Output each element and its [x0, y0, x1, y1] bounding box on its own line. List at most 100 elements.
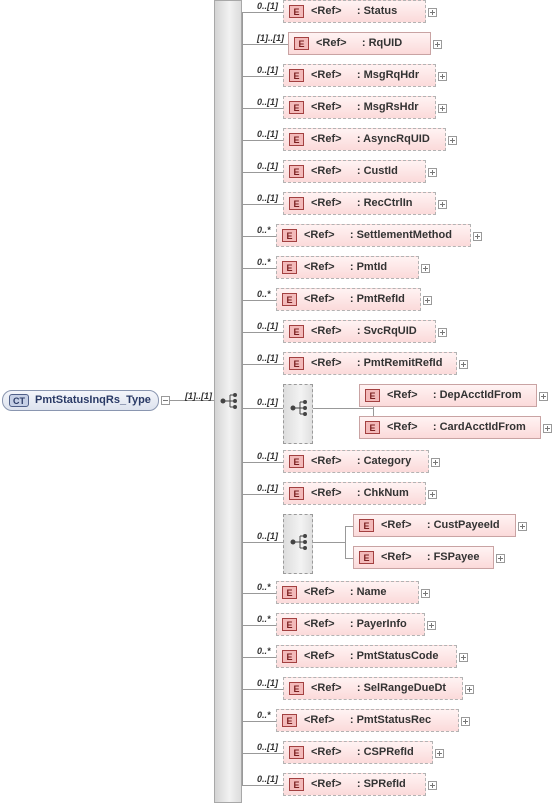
choice-node[interactable]	[283, 384, 313, 444]
element-custid-node[interactable]: E<Ref> : CustId	[283, 160, 426, 183]
choice-element-cardacctidfrom-node[interactable]: E <Ref> : CardAcctIdFrom	[359, 416, 541, 439]
expand-icon[interactable]	[473, 232, 482, 241]
expand-icon[interactable]	[438, 72, 447, 81]
expand-icon[interactable]	[423, 296, 432, 305]
element-badge: E	[289, 778, 304, 791]
element-badge: E	[289, 133, 304, 146]
element-asyncrquid-node[interactable]: E<Ref> : AsyncRqUID	[283, 128, 446, 151]
expand-icon[interactable]	[427, 621, 436, 630]
element-badge: E	[289, 69, 304, 82]
element-custid-connector	[242, 172, 283, 173]
element-payerinfo-label: <Ref> : PayerInfo	[304, 618, 407, 630]
expand-icon[interactable]	[465, 685, 474, 694]
expand-icon[interactable]	[438, 104, 447, 113]
element-badge: E	[359, 519, 374, 532]
element-pmtremitrefid-multiplicity: 0..[1]	[257, 353, 279, 363]
choice-spine-connector	[313, 408, 373, 409]
expand-icon[interactable]	[428, 168, 437, 177]
element-pmtremitrefid-label: <Ref> : PmtRemitRefId	[311, 357, 443, 369]
choice-element-fspayee-label: <Ref> : FSPayee	[381, 551, 480, 563]
element-status-multiplicity: 0..[1]	[257, 1, 279, 11]
expand-icon[interactable]	[428, 8, 437, 17]
element-recctrlin-multiplicity: 0..[1]	[257, 193, 279, 203]
element-settlementmethod-node[interactable]: E<Ref> : SettlementMethod	[276, 224, 471, 247]
choice-element-depacctidfrom-node[interactable]: E <Ref> : DepAcctIdFrom	[359, 384, 537, 407]
choice-node[interactable]	[283, 514, 313, 574]
element-badge: E	[282, 650, 297, 663]
element-asyncrquid-multiplicity: 0..[1]	[257, 129, 279, 139]
expand-icon[interactable]	[518, 522, 527, 531]
expand-icon[interactable]	[461, 717, 470, 726]
expand-icon[interactable]	[543, 424, 552, 433]
element-msgrqhdr-node[interactable]: E<Ref> : MsgRqHdr	[283, 64, 436, 87]
expand-icon[interactable]	[421, 589, 430, 598]
element-pmtstatuscode-node[interactable]: E<Ref> : PmtStatusCode	[276, 645, 457, 668]
element-selrangeduedt-node[interactable]: E<Ref> : SelRangeDueDt	[283, 677, 463, 700]
expand-icon[interactable]	[431, 458, 440, 467]
expand-icon[interactable]	[539, 392, 548, 401]
expand-icon[interactable]	[438, 328, 447, 337]
element-badge: E	[282, 618, 297, 631]
element-sprefid-label: <Ref> : SPRefId	[311, 778, 406, 790]
element-csprefid-label: <Ref> : CSPRefId	[311, 746, 414, 758]
expand-icon[interactable]	[459, 360, 468, 369]
element-category-label: <Ref> : Category	[311, 455, 412, 467]
element-name-node[interactable]: E<Ref> : Name	[276, 581, 419, 604]
element-pmtid-node[interactable]: E<Ref> : PmtId	[276, 256, 419, 279]
element-badge: E	[282, 261, 297, 274]
element-pmtid-multiplicity: 0..*	[257, 257, 271, 267]
element-msgrshdr-connector	[242, 108, 283, 109]
expand-icon[interactable]	[428, 781, 437, 790]
element-asyncrquid-connector	[242, 140, 283, 141]
element-csprefid-node[interactable]: E<Ref> : CSPRefId	[283, 741, 433, 764]
element-pmtrefid-label: <Ref> : PmtRefId	[304, 293, 405, 305]
expand-icon[interactable]	[428, 490, 437, 499]
element-settlementmethod-multiplicity: 0..*	[257, 225, 271, 235]
complex-type-node[interactable]: CT PmtStatusInqRs_Type	[2, 390, 159, 411]
element-pmtstatusrec-node[interactable]: E <Ref> : PmtStatusRec	[276, 709, 459, 732]
element-badge: E	[289, 357, 304, 370]
element-status-connector	[242, 12, 283, 13]
element-badge: E	[365, 421, 380, 434]
element-payerinfo-multiplicity: 0..*	[257, 614, 271, 624]
element-pmtremitrefid-node[interactable]: E <Ref> : PmtRemitRefId	[283, 352, 457, 375]
choice-icon	[290, 534, 307, 550]
choice-element-custpayeeid-label: <Ref> : CustPayeeId	[381, 519, 500, 531]
element-msgrshdr-node[interactable]: E<Ref> : MsgRsHdr	[283, 96, 436, 119]
element-category-node[interactable]: E<Ref> : Category	[283, 450, 429, 473]
expand-icon[interactable]	[433, 40, 442, 49]
element-chknum-node[interactable]: E<Ref> : ChkNum	[283, 482, 426, 505]
element-svcrquid-node[interactable]: E <Ref> : SvcRqUID	[283, 320, 436, 343]
collapse-icon[interactable]	[161, 396, 170, 405]
sequence-spine	[242, 12, 243, 785]
choice-element-cardacctidfrom-label: <Ref> : CardAcctIdFrom	[387, 421, 526, 433]
sequence-icon	[220, 393, 237, 409]
element-category-connector	[242, 462, 283, 463]
expand-icon[interactable]	[438, 200, 447, 209]
expand-icon[interactable]	[496, 554, 505, 563]
choice-element-custpayeeid-node[interactable]: E <Ref> : CustPayeeId	[353, 514, 516, 537]
choice-element-fspayee-connector	[345, 558, 353, 559]
choice-element-fspayee-node[interactable]: E<Ref> : FSPayee	[353, 546, 494, 569]
element-recctrlin-node[interactable]: E<Ref> : RecCtrlIn	[283, 192, 436, 215]
element-custid-label: <Ref> : CustId	[311, 165, 398, 177]
expand-icon[interactable]	[459, 653, 468, 662]
expand-icon[interactable]	[448, 136, 457, 145]
choice-element-depacctidfrom-label: <Ref> : DepAcctIdFrom	[387, 389, 522, 401]
element-payerinfo-node[interactable]: E <Ref> : PayerInfo	[276, 613, 425, 636]
element-svcrquid-label: <Ref> : SvcRqUID	[311, 325, 417, 337]
element-badge: E	[289, 325, 304, 338]
element-badge: E	[282, 293, 297, 306]
element-status-node[interactable]: E<Ref> : Status	[283, 0, 426, 23]
element-rquid-node[interactable]: E<Ref> : RqUID	[288, 32, 431, 55]
root-multiplicity: [1]..[1]	[185, 391, 212, 401]
element-pmtstatusrec-label: <Ref> : PmtStatusRec	[304, 714, 432, 726]
element-badge: E	[365, 389, 380, 402]
choice-icon	[290, 400, 307, 416]
element-msgrqhdr-multiplicity: 0..[1]	[257, 65, 279, 75]
element-sprefid-node[interactable]: E <Ref> : SPRefId	[283, 773, 426, 796]
element-pmtrefid-node[interactable]: E <Ref> : PmtRefId	[276, 288, 421, 311]
expand-icon[interactable]	[421, 264, 430, 273]
expand-icon[interactable]	[435, 749, 444, 758]
element-badge: E	[282, 714, 297, 727]
